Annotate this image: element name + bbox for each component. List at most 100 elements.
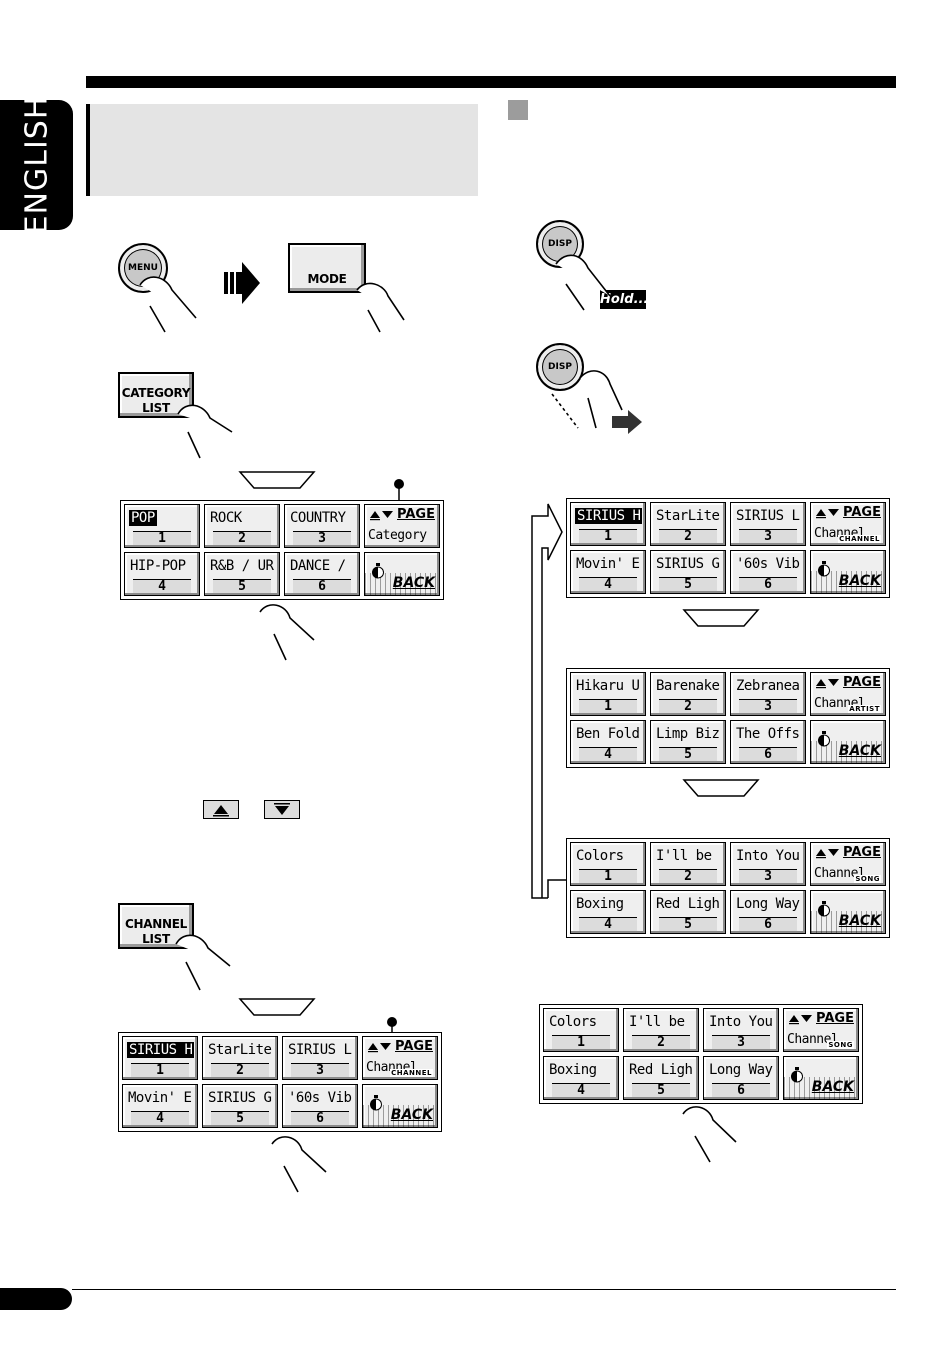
- preset-number: 6: [291, 1111, 349, 1125]
- preset-number: 1: [579, 529, 637, 543]
- preset-label: Zebranea: [736, 678, 800, 694]
- up-down-icon: [816, 679, 839, 689]
- preset-label: SIRIUS G: [208, 1090, 272, 1106]
- preset-number: 4: [133, 579, 191, 593]
- preset-number: 5: [213, 579, 271, 593]
- page-label: PAGE: [843, 675, 881, 690]
- preset-label: '60s Vib: [736, 556, 800, 572]
- back-button[interactable]: BACK: [362, 1084, 438, 1128]
- knob-icon: [818, 561, 830, 577]
- category-list-label-2: LIST: [142, 401, 170, 415]
- preset-button-1[interactable]: Colors 1: [570, 842, 646, 886]
- back-label: BACK: [390, 1107, 433, 1123]
- mode-button[interactable]: MODE: [288, 243, 366, 293]
- preset-label: DANCE /: [290, 558, 346, 574]
- disp-button-press[interactable]: DISP: [536, 343, 584, 391]
- back-button[interactable]: BACK: [810, 890, 886, 934]
- preset-number: 1: [133, 531, 191, 545]
- category-list-button[interactable]: CATEGORY LIST: [118, 372, 194, 418]
- preset-number: 1: [131, 1063, 189, 1077]
- preset-number: 1: [579, 869, 637, 883]
- preset-label: Boxing: [576, 896, 624, 912]
- preset-number: 2: [659, 699, 717, 713]
- preset-number: 4: [579, 917, 637, 931]
- back-button[interactable]: BACK: [364, 552, 440, 596]
- page-label: PAGE: [816, 1011, 854, 1026]
- channel-list-label-2: LIST: [142, 932, 170, 946]
- back-button[interactable]: BACK: [810, 550, 886, 594]
- preset-number: 1: [579, 699, 637, 713]
- preset-label: Into You: [736, 848, 800, 864]
- back-button[interactable]: BACK: [810, 720, 886, 764]
- preset-label: Colors: [576, 848, 624, 864]
- mode-text: Channel: [787, 1032, 839, 1047]
- preset-label: StarLite: [208, 1042, 272, 1058]
- up-down-icon: [816, 849, 839, 859]
- preset-number: 4: [579, 577, 637, 591]
- back-label: BACK: [392, 575, 435, 591]
- up-button-icon: [203, 800, 239, 819]
- top-rule: [86, 76, 896, 88]
- preset-number: 6: [739, 577, 797, 591]
- preset-number: 5: [659, 747, 717, 761]
- preset-label: SIRIUS L: [736, 508, 800, 524]
- preset-number: 6: [739, 917, 797, 931]
- preset-button-6[interactable]: '60s Vib 6: [730, 550, 806, 594]
- preset-button-4[interactable]: Boxing 4: [570, 890, 646, 934]
- preset-number: 2: [213, 531, 271, 545]
- preset-label: Ben Fold: [576, 726, 640, 742]
- back-label: BACK: [838, 743, 881, 759]
- preset-label: Red Ligh: [629, 1062, 693, 1078]
- back-button[interactable]: BACK: [783, 1056, 859, 1100]
- channel-list-button[interactable]: CHANNEL LIST: [118, 903, 194, 949]
- preset-label: StarLite: [656, 508, 720, 524]
- press-arrow-icon: [612, 410, 642, 434]
- preset-button-6[interactable]: DANCE /6: [284, 552, 360, 596]
- preset-number: 6: [712, 1083, 770, 1097]
- preset-number: 4: [552, 1083, 610, 1097]
- preset-number: 6: [739, 747, 797, 761]
- down-button-icon: [264, 800, 300, 819]
- preset-label: Movin' E: [128, 1090, 192, 1106]
